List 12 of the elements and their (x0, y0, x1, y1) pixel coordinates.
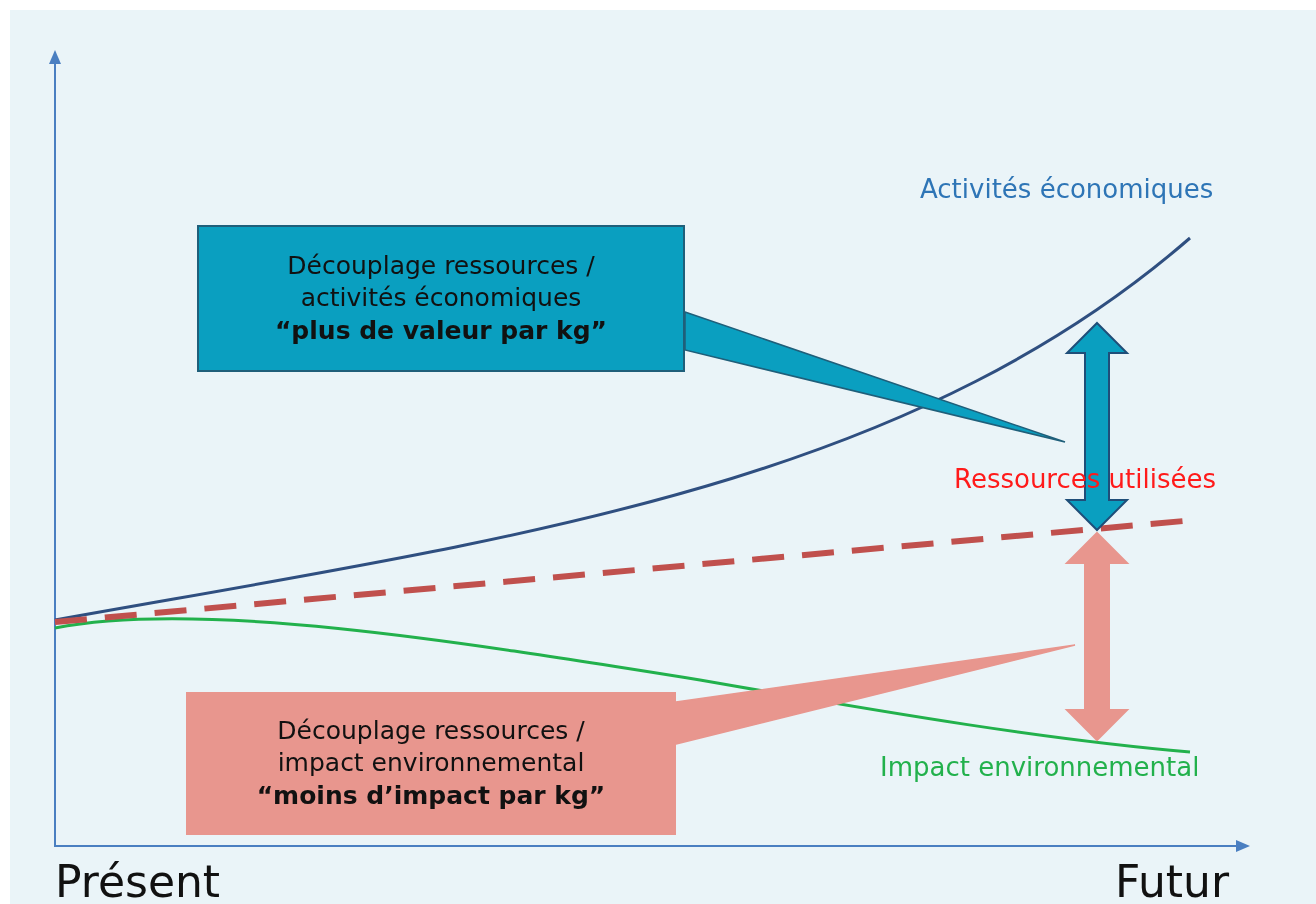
axis-label: Présent (55, 856, 221, 904)
callout-text: Découplage ressources / activités économiques (286, 249, 596, 315)
curve-label: Impact environnemental (880, 752, 1200, 782)
callout-slogan: “plus de valeur par kg” (274, 314, 608, 347)
axis-label: Futur (1115, 856, 1230, 904)
curve-label: Activités économiques (920, 174, 1214, 204)
callout-text: Découplage ressources / impact environnemental (276, 714, 586, 780)
callout-pointer (684, 310, 1066, 443)
callout-pointer (675, 644, 1076, 745)
callout-box (197, 225, 685, 372)
callout-box (186, 692, 676, 835)
callout-slogan: “moins d’impact par kg” (256, 779, 606, 812)
